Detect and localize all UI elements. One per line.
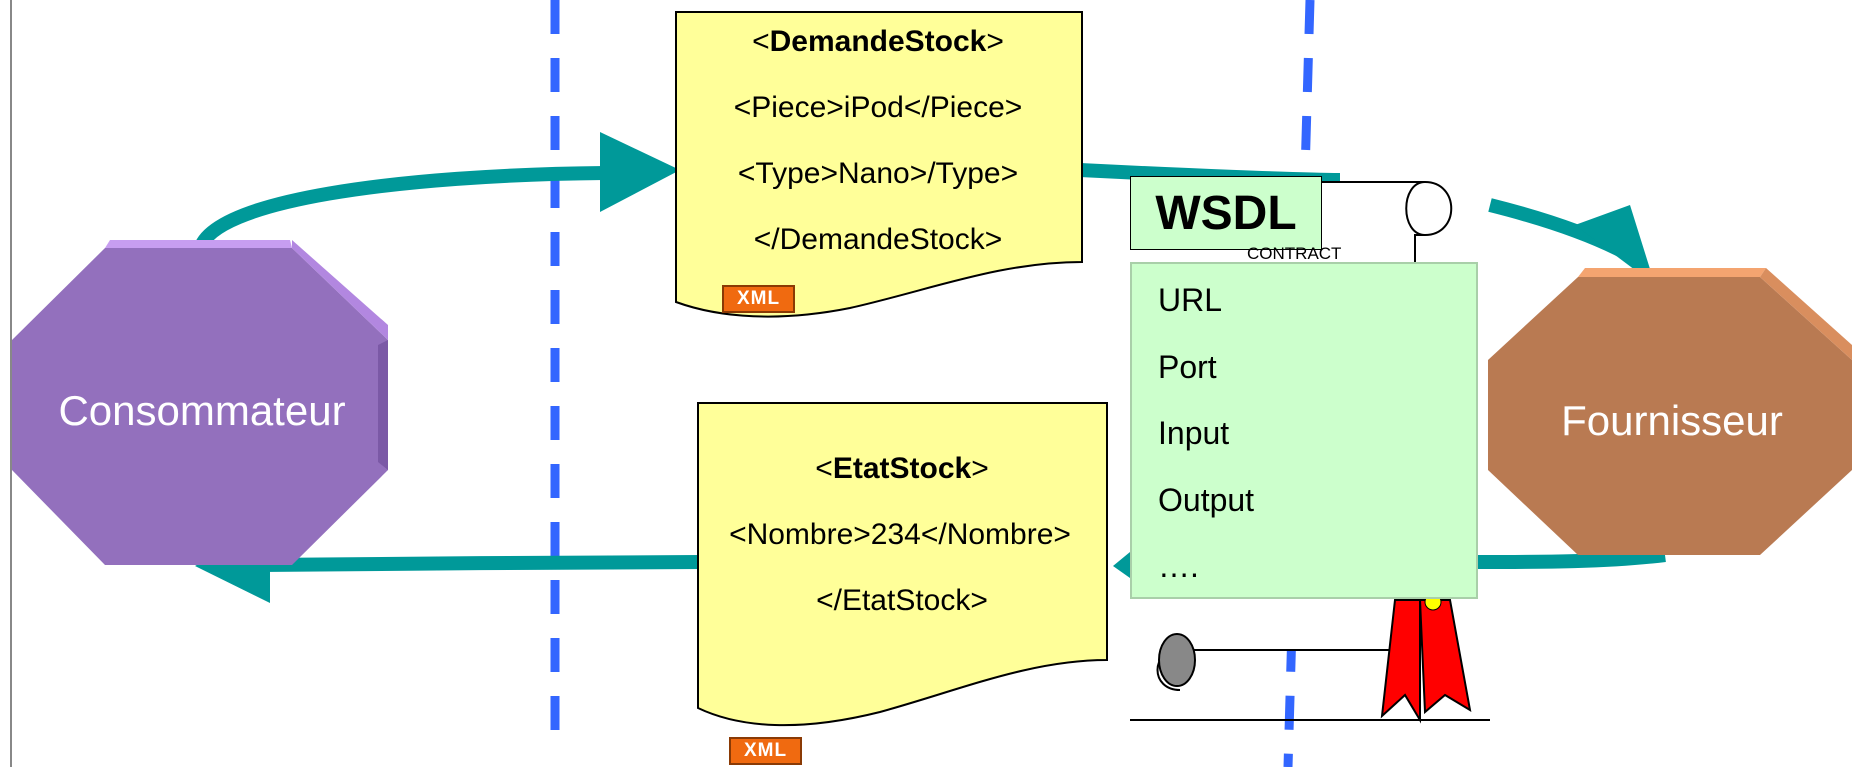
request-doc-shape	[675, 11, 1083, 318]
wsdl-item-url: URL	[1158, 282, 1223, 318]
response-open-prefix: <	[815, 452, 833, 485]
request-arrow-body	[193, 166, 606, 253]
wsdl-title-box: WSDL	[1130, 176, 1322, 250]
response-open-tag-line: <EtatStock>	[815, 452, 988, 486]
request-close-tag: </DemandeStock>	[753, 223, 1003, 256]
wsdl-item-output: Output	[1158, 482, 1255, 518]
request-open-suffix: >	[986, 25, 1004, 58]
request-xml-badge: XML	[722, 285, 795, 313]
request-line-piece: <Piece>iPod</Piece>	[733, 91, 1023, 124]
wsdl-item-list: URL Port Input Output ….	[1130, 262, 1478, 599]
response-open-tag: EtatStock	[832, 452, 972, 485]
response-xml-badge: XML	[729, 737, 802, 765]
response-arrow-body	[259, 555, 701, 572]
wsdl-item-input: Input	[1158, 415, 1230, 451]
response-open-suffix: >	[971, 452, 989, 485]
wsdl-contract-text: CONTRACT	[1247, 244, 1342, 263]
response-close-tag: </EtatStock>	[816, 584, 988, 617]
request-open-tag-line: <DemandeStock>	[752, 25, 1004, 59]
response-arrow-right-segment	[1477, 548, 1666, 569]
consumer-octagon	[12, 240, 388, 565]
request-line-type: <Type>Nano>/Type>	[737, 157, 1019, 190]
wsdl-item-ellipsis: ….	[1158, 548, 1199, 584]
request-open-tag: DemandeStock	[769, 25, 987, 58]
provider-octagon	[1488, 268, 1852, 555]
consumer-label: Consommateur	[58, 387, 346, 434]
wsdl-item-port: Port	[1158, 349, 1217, 385]
response-doc-shape	[697, 402, 1108, 727]
wsdl-title: WSDL	[1155, 186, 1297, 240]
request-arrowhead	[600, 132, 680, 212]
response-line-nombre: <Nombre>234</Nombre>	[729, 518, 1071, 551]
request-open-prefix: <	[752, 25, 770, 58]
request-arrowhead-right	[1575, 205, 1655, 285]
response-arrowhead-small	[1113, 552, 1130, 578]
seal-ribbon	[1380, 593, 1472, 724]
provider-label: Fournisseur	[1561, 397, 1783, 444]
